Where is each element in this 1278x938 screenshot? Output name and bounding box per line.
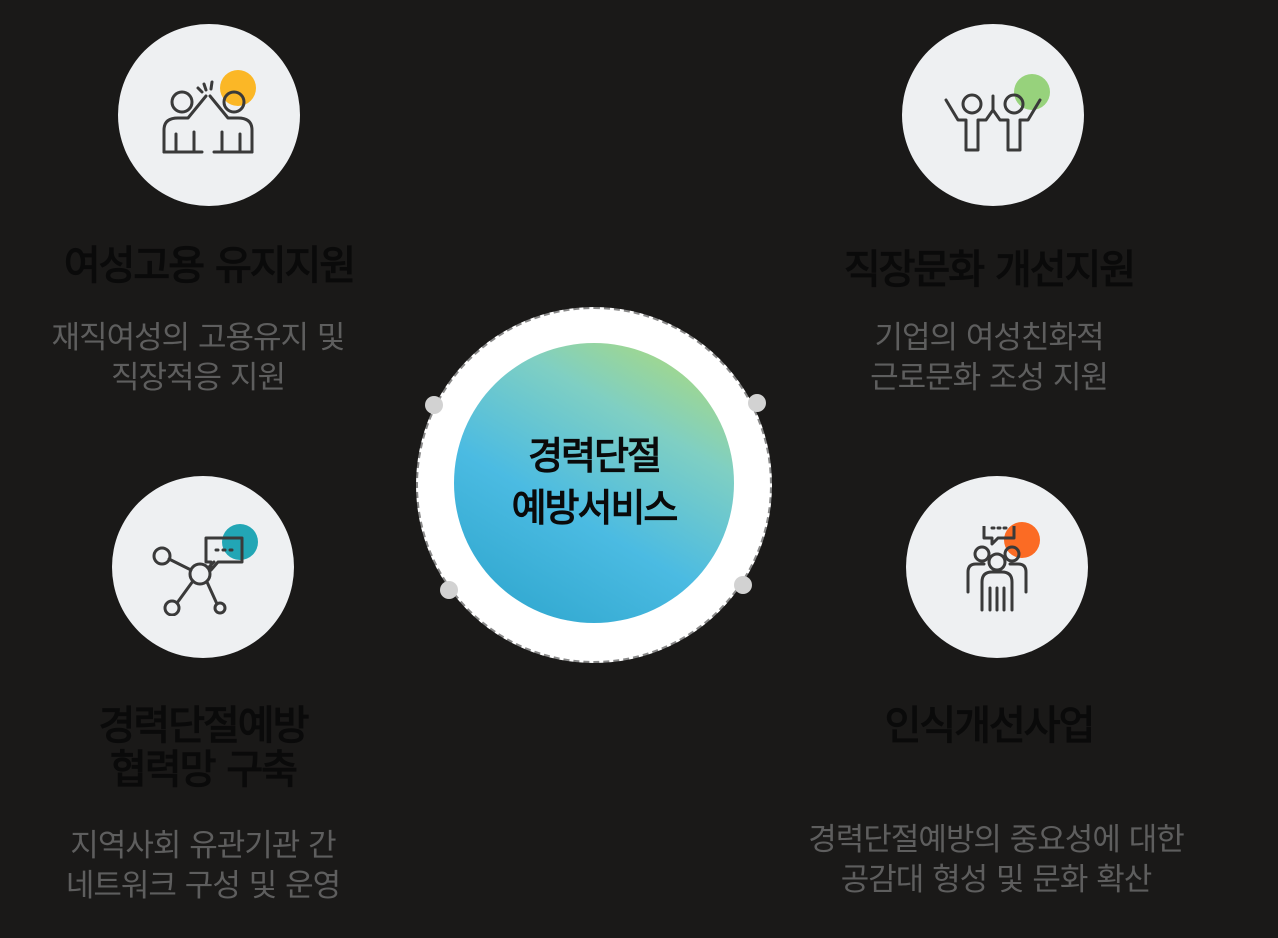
group-chat-icon xyxy=(966,526,1028,612)
item-3-icon-circle xyxy=(112,476,294,658)
item-3-description: 지역사회 유관기관 간 네트워크 구성 및 운영 xyxy=(65,828,341,904)
item-4-description: 경력단절예방의 중요성에 대한 공감대 형성 및 문화 확산 xyxy=(808,822,1184,898)
ring-dot-bottom-left xyxy=(440,581,458,599)
item-4-title: 인식개선사업 xyxy=(884,703,1096,749)
item-3-title: 경력단절예방 협력망 구축 xyxy=(98,703,310,793)
item-1-description: 재직여성의 고용유지 및 직장적응 지원 xyxy=(51,320,346,396)
item-1-title: 여성고용 유지지원 xyxy=(63,243,356,289)
high-five-icon xyxy=(162,80,254,154)
item-4-icon-circle xyxy=(906,476,1088,658)
item-2-accent-dot xyxy=(1014,74,1050,110)
item-1-icon-circle xyxy=(118,24,300,206)
ring-dot-bottom-right xyxy=(734,576,752,594)
item-2-icon-circle xyxy=(902,24,1084,206)
item-3-accent-dot xyxy=(222,524,258,560)
ring-dot-top-right xyxy=(748,394,766,412)
item-4-accent-dot xyxy=(1004,522,1040,558)
center-label: 경력단절 예방서비스 xyxy=(511,434,679,530)
item-2-title: 직장문화 개선지원 xyxy=(843,247,1136,293)
center-core xyxy=(454,343,734,623)
item-1-accent-dot xyxy=(220,70,256,106)
ring-dot-top-left xyxy=(425,396,443,414)
item-2-description: 기업의 여성친화적 근로문화 조성 지원 xyxy=(870,320,1109,396)
team-cheer-icon xyxy=(944,93,1042,152)
network-chat-icon xyxy=(152,536,244,616)
